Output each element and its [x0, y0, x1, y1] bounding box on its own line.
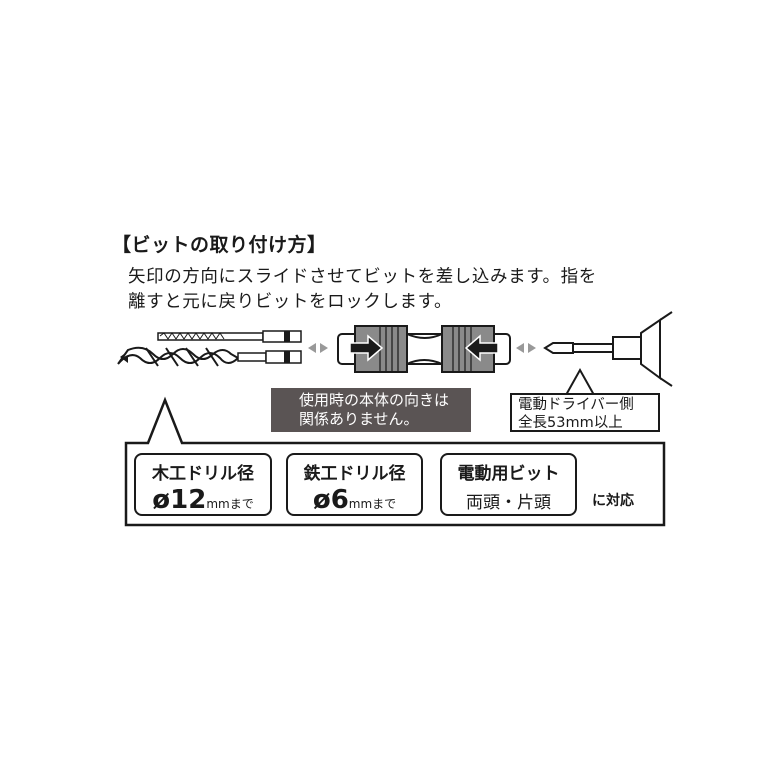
- orientation-note: 使用時の本体の向きは 関係ありません。: [271, 388, 471, 432]
- spec-value: 12: [170, 485, 207, 515]
- slide-arrows-right-icon: [516, 343, 536, 353]
- spec-heading: 電動用ビット: [457, 464, 560, 484]
- section-title: 【ビットの取り付け方】: [112, 234, 327, 256]
- spec-suffix: まで: [229, 497, 254, 511]
- requirement-line-1: 電動ドライバー側: [518, 397, 634, 413]
- slide-arrows-left-icon: [308, 343, 328, 353]
- spec-iron-drill: 鉄工ドリル径 ø6mmまで: [286, 453, 423, 516]
- iron-drill-bit-icon: [157, 330, 302, 343]
- spec-electric-bit: 電動用ビット 両頭・片頭: [440, 453, 577, 516]
- spec-wood-drill: 木工ドリル径 ø12mmまで: [134, 453, 272, 516]
- orientation-note-line-1: 使用時の本体の向きは: [299, 391, 450, 409]
- instruction-line-1: 矢印の方向にスライドさせてビットを差し込みます。指を: [128, 267, 597, 287]
- spec-unit: mm: [206, 497, 230, 511]
- driver-length-requirement: 電動ドライバー側 全長53mm以上: [510, 393, 660, 432]
- orientation-note-line-2: 関係ありません。: [299, 410, 419, 428]
- diameter-symbol: ø: [312, 485, 331, 515]
- spec-detail: 両頭・片頭: [466, 493, 551, 513]
- wood-auger-bit-icon: [117, 346, 302, 367]
- requirement-line-2: 全長53mm以上: [518, 415, 623, 431]
- bit-holder-adapter-icon: [337, 325, 511, 373]
- diameter-symbol: ø: [152, 485, 171, 515]
- spec-heading: 木工ドリル径: [152, 464, 254, 484]
- electric-screwdriver-icon: [543, 311, 673, 387]
- instruction-line-2: 離すと元に戻りビットをロックします。: [128, 292, 453, 312]
- spec-unit: mm: [348, 497, 373, 511]
- spec-heading: 鉄工ドリル径: [303, 464, 406, 484]
- requirement-pointer: [565, 367, 595, 396]
- compatibility-label: に対応: [592, 493, 634, 509]
- spec-suffix: まで: [372, 497, 397, 511]
- spec-value: 6: [330, 485, 349, 515]
- callout-frame: [124, 396, 666, 527]
